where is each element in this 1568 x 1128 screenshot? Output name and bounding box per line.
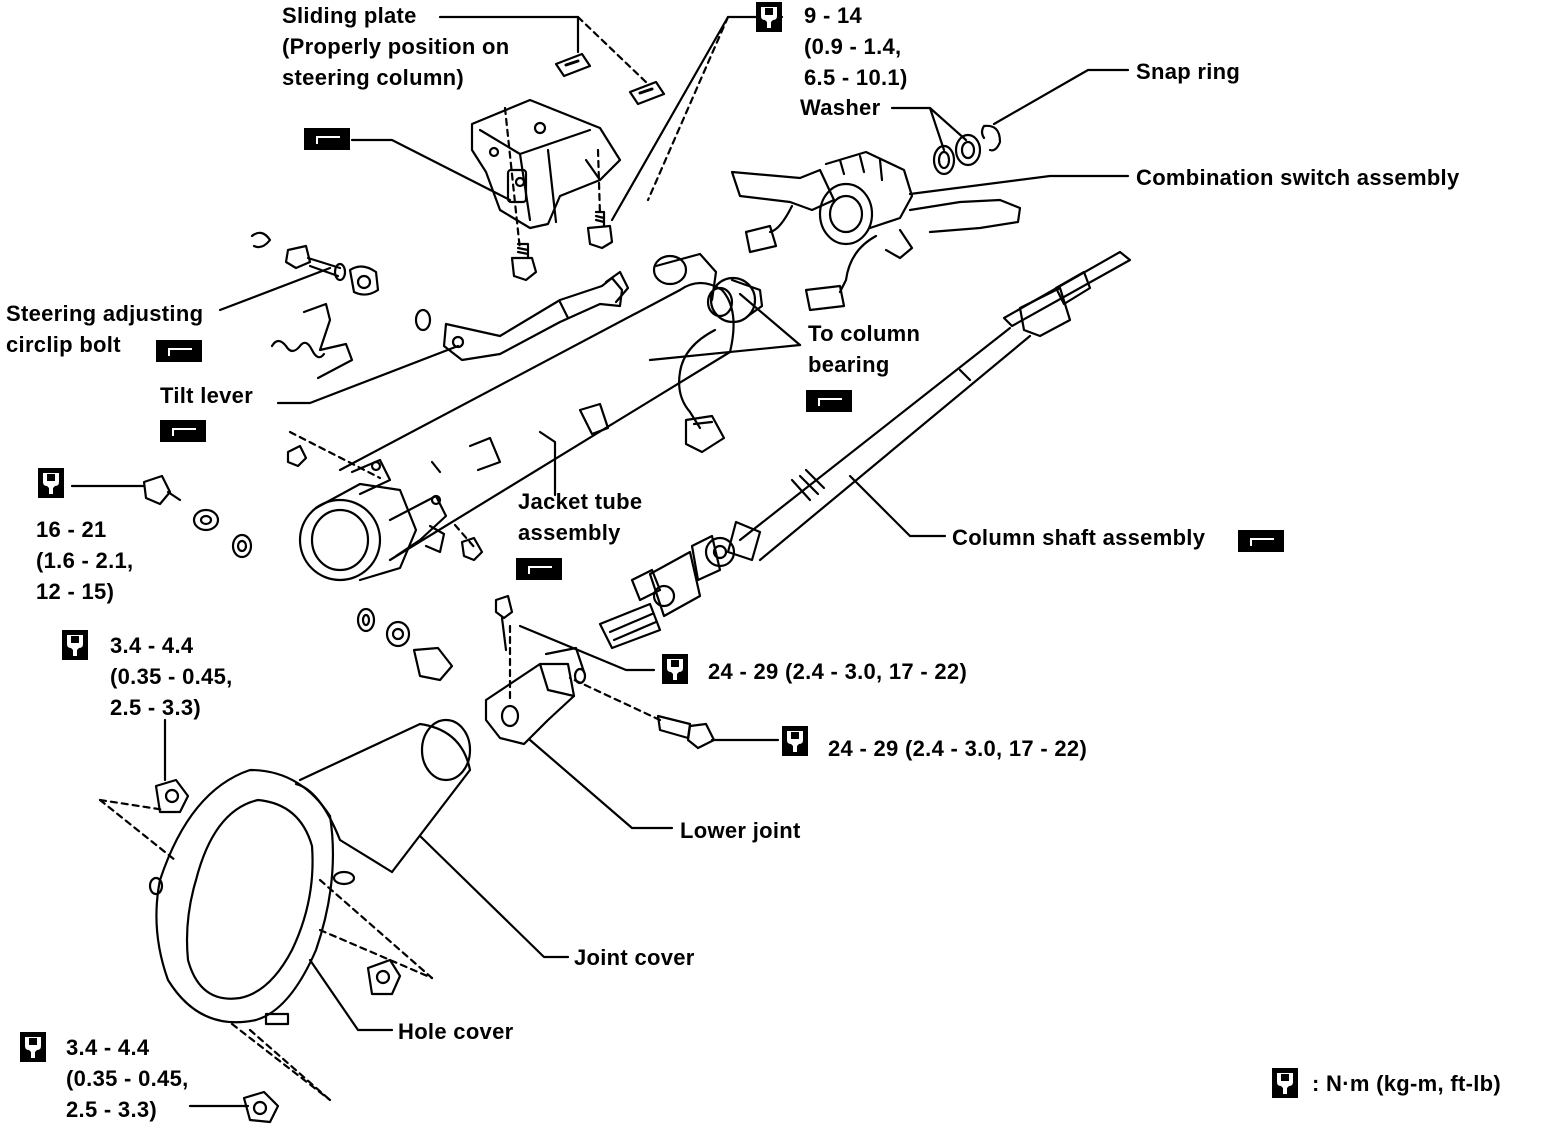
torque-wrench-icon: [62, 630, 88, 660]
label-torque-bottom-left: 3.4 - 4.4 (0.35 - 0.45, 2.5 - 3.3): [66, 1035, 189, 1122]
label-lower-joint: Lower joint: [680, 818, 801, 843]
leader-lower-joint: [528, 738, 674, 830]
column-shaft-part: [598, 250, 1132, 650]
label-snap-ring: Snap ring: [1136, 59, 1241, 84]
leader-snap-ring: [992, 68, 1130, 126]
combination-switch-part: [730, 124, 1022, 312]
label-sliding-plate: Sliding plate (Properly position on stee…: [282, 3, 510, 90]
bracket-bolts: [510, 210, 614, 282]
tilt-lever-part: [414, 270, 630, 362]
leader-torque-top: [610, 15, 784, 222]
upper-bracket: [470, 98, 622, 230]
label-torque-left: 16 - 21 (1.6 - 2.1, 12 - 15): [36, 517, 134, 604]
torque-wrench-icon: [782, 726, 808, 756]
label-combination-switch: Combination switch assembly: [1136, 165, 1460, 190]
grease-apply-icon: [1238, 530, 1284, 552]
lower-joint-part: [484, 594, 716, 750]
leader-column-bearing: [648, 343, 802, 362]
hole-cover-part: [148, 768, 402, 1124]
torque-wrench-icon: [38, 468, 64, 498]
label-column-shaft: Column shaft assembly: [952, 525, 1206, 550]
grease-apply-icon: [160, 420, 206, 442]
grease-apply-icon: [516, 558, 562, 580]
grease-apply-icon: [806, 390, 852, 412]
label-washer: Washer: [800, 95, 881, 120]
label-to-column-bearing: To column bearing: [808, 321, 921, 377]
leader-tilt-lever: [276, 344, 460, 405]
label-tilt-lever: Tilt lever: [160, 383, 254, 408]
torque-wrench-icon: [1272, 1068, 1298, 1098]
leader-column-shaft: [848, 474, 947, 538]
leader-joint-cover: [418, 834, 570, 959]
legend-unit: : N·m (kg-m, ft-lb): [1312, 1071, 1501, 1096]
torque-wrench-icon: [20, 1032, 46, 1062]
leader-circlip-bolt: [218, 266, 332, 312]
label-torque-joint-lower: 24 - 29 (2.4 - 3.0, 17 - 22): [828, 736, 1088, 761]
torque-wrench-icon: [756, 2, 782, 32]
joint-cover-part: [294, 718, 472, 874]
grease-apply-icon: [156, 340, 202, 362]
label-steering-adjusting: Steering adjusting circlip bolt: [6, 301, 204, 357]
label-torque-mid-left: 3.4 - 4.4 (0.35 - 0.45, 2.5 - 3.3): [110, 633, 233, 720]
label-torque-top: 9 - 14 (0.9 - 1.4, 6.5 - 10.1): [804, 3, 908, 90]
leader-joint-upper: [518, 624, 656, 672]
leader-hole-cover: [308, 958, 394, 1032]
leader-jacket-tube: [538, 430, 557, 497]
tube-bolts: [142, 444, 484, 682]
sliding-plate-2: [628, 80, 666, 106]
label-hole-cover: Hole cover: [398, 1019, 514, 1044]
label-joint-cover: Joint cover: [574, 945, 695, 970]
label-torque-joint-upper: 24 - 29 (2.4 - 3.0, 17 - 22): [708, 659, 968, 684]
torque-wrench-icon: [662, 654, 688, 684]
circlip-bolt-parts: [250, 231, 380, 380]
sliding-plate-1: [554, 52, 592, 78]
label-jacket-tube: Jacket tube assembly: [518, 489, 643, 545]
jacket-tube-part: [298, 252, 764, 582]
grease-apply-icon: [304, 128, 350, 150]
leader-combination-switch: [908, 174, 1130, 196]
